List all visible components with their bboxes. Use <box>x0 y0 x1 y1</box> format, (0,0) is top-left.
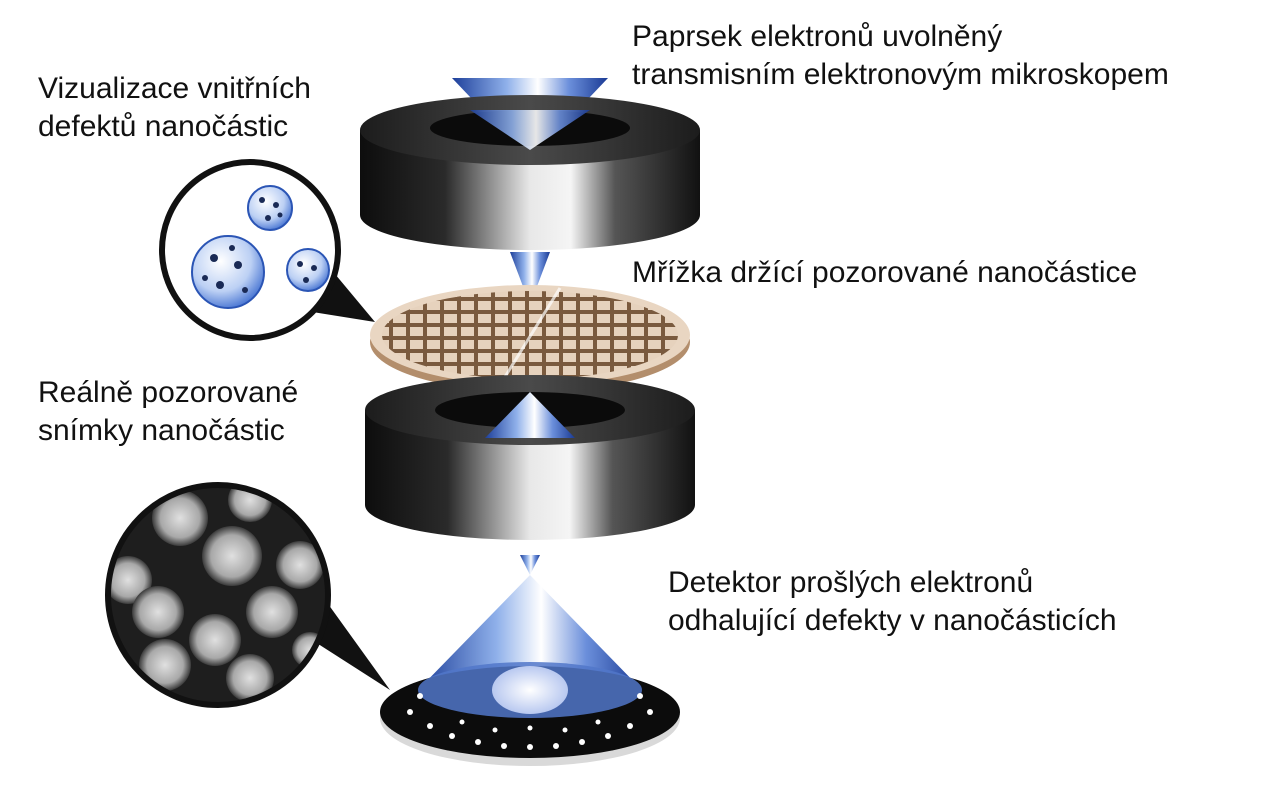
sample-grid <box>370 285 690 392</box>
upper-lens-ring <box>360 95 700 250</box>
grid-label: Mřížka držící pozorované nanočástice <box>632 254 1137 292</box>
defects-callout <box>159 159 375 341</box>
real-images-callout <box>105 482 390 708</box>
beam-label-line1: Paprsek elektronů uvolněný <box>632 20 1003 53</box>
lower-lens-ring <box>365 375 695 540</box>
electron-beam-focus <box>510 252 550 305</box>
detector-label-line2: odhalující defekty v nanočásticích <box>668 604 1117 637</box>
detector-label: Detektor prošlých elektronů odhalující d… <box>668 564 1117 640</box>
detector-label-line1: Detektor prošlých elektronů <box>668 566 1034 599</box>
beam-label-line2: transmisním elektronovým mikroskopem <box>632 58 1169 91</box>
defects-label: Vizualizace vnitřních defektů nanočástic <box>38 70 311 146</box>
beam-label: Paprsek elektronů uvolněný transmisním e… <box>632 18 1169 94</box>
defects-label-line2: defektů nanočástic <box>38 110 289 143</box>
real-images-label-line1: Reálně pozorované <box>38 376 299 409</box>
real-images-label-line2: snímky nanočástic <box>38 414 285 447</box>
real-images-label: Reálně pozorované snímky nanočástic <box>38 374 298 450</box>
nanoparticle-icon <box>247 185 293 231</box>
detector-disc <box>380 662 680 766</box>
defects-label-line1: Vizualizace vnitřních <box>38 72 311 105</box>
nanoparticle-icon <box>191 235 265 309</box>
grid-label-line1: Mřížka držící pozorované nanočástice <box>632 256 1138 289</box>
nanoparticle-icon <box>286 248 330 292</box>
